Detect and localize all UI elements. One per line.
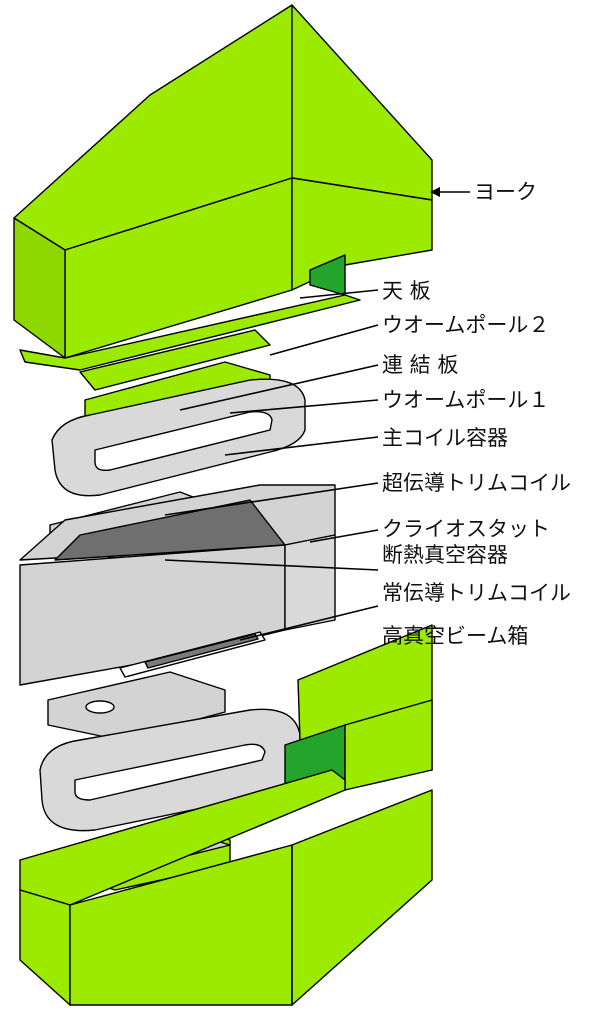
lower-yoke (19, 624, 433, 1006)
main-coil-vessel-upper (51, 378, 306, 497)
upper-yoke (13, 4, 433, 359)
labels: ヨーク 天 板 ウオームポール２ 連 結 板 ウオームポール１ 主コイル容器 超… (382, 180, 571, 648)
label-yoke: ヨーク (474, 180, 537, 204)
label-vacuum-vessel: 断熱真空容器 (382, 543, 508, 567)
cryostat-vacuum-vessel (19, 484, 336, 686)
top-plate (19, 294, 361, 371)
label-beam-box: 高真空ビーム箱 (382, 624, 528, 648)
label-warm-pole-1: ウオームポール１ (382, 388, 549, 412)
warm-pole-2 (79, 329, 271, 391)
label-cryostat: クライオスタット (382, 517, 550, 541)
label-sc-trim-coil: 超伝導トリムコイル (382, 471, 571, 495)
label-warm-pole-2: ウオームポール２ (382, 313, 549, 337)
label-main-coil-vessel: 主コイル容器 (382, 426, 508, 450)
label-nc-trim-coil: 常伝導トリムコイル (382, 581, 571, 605)
leader-lines (164, 187, 470, 641)
label-connecting-plate: 連 結 板 (382, 353, 458, 377)
label-top-plate: 天 板 (382, 279, 431, 303)
